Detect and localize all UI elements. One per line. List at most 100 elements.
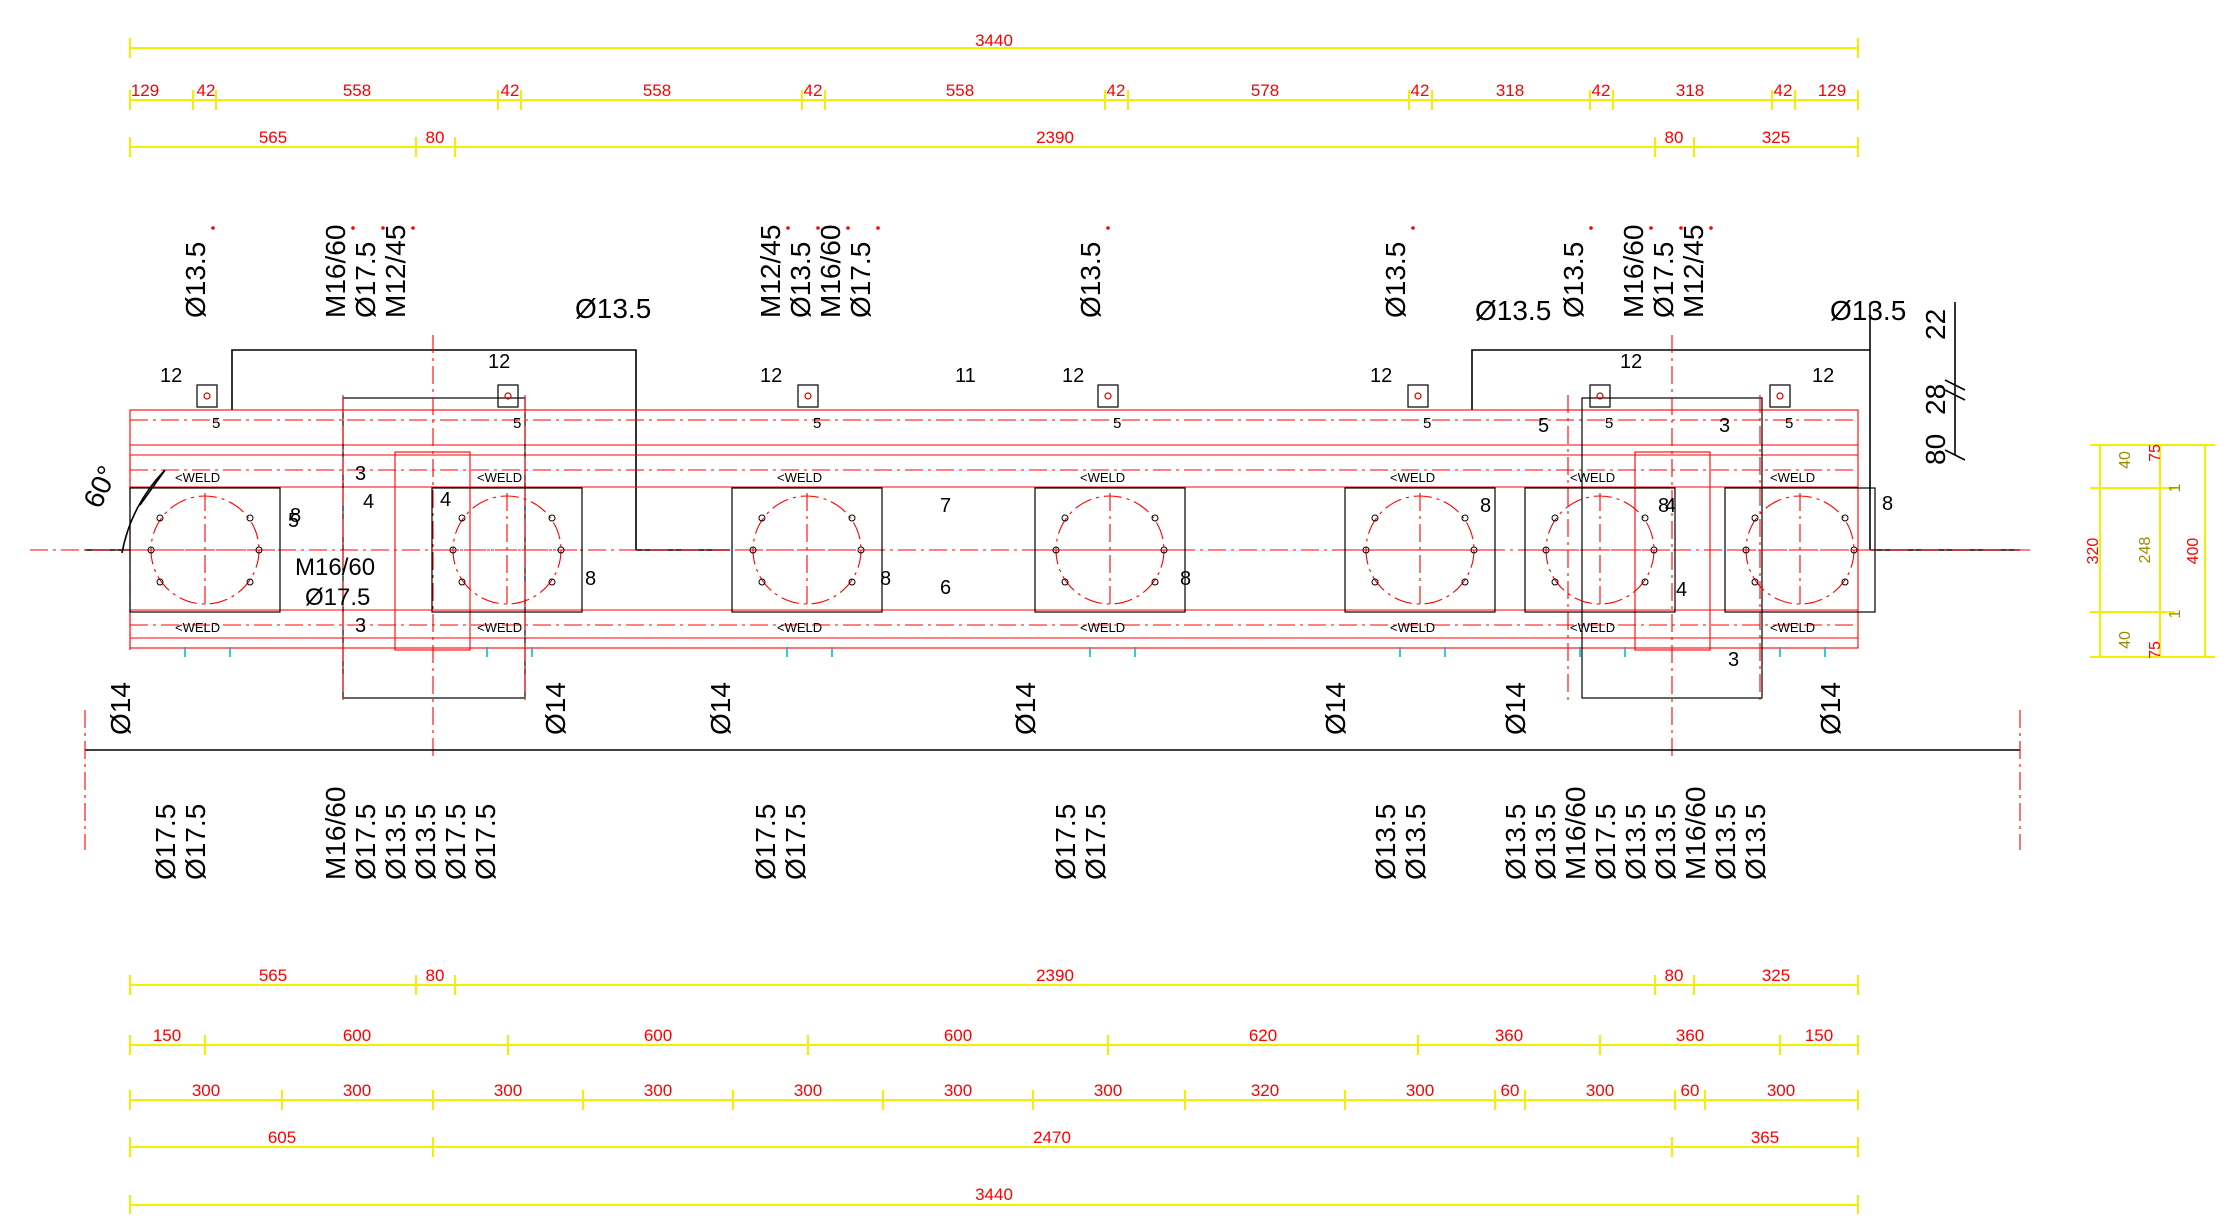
bolt-hole [758, 578, 766, 586]
part-tag-8: 8 [880, 568, 891, 590]
bolt-hole [449, 546, 457, 554]
dim-bot2-0: 150 [153, 1026, 181, 1045]
part-tag-4: 4 [440, 489, 451, 511]
bolt-hole [1371, 514, 1379, 522]
part-tag-12: 12 [1062, 365, 1084, 387]
bottom-hole-label: Ø13.5 [1530, 804, 1561, 880]
bolt-hole [848, 578, 856, 586]
bolt-hole [1371, 578, 1379, 586]
bolt-hole [857, 546, 865, 554]
part-tag-3: 3 [1728, 649, 1739, 671]
bolt-hole [1160, 546, 1168, 554]
bottom-hole-label: Ø13.5 [1370, 804, 1401, 880]
dim-bot1-1: 80 [426, 966, 445, 985]
right-dimensions: 320 40 248 40 75 1 1 75 400 22 28 80 [1920, 302, 2215, 659]
dim-bot4-2: 365 [1751, 1128, 1779, 1147]
dim-row1-0: 129 [131, 81, 159, 100]
dim-right-28: 28 [1920, 384, 1951, 415]
bottom-hole-label: M16/60 [320, 787, 351, 880]
top-hole-label: Ø13.5 [785, 242, 816, 318]
part-tag-12: 12 [1370, 365, 1392, 387]
dim-row1-14: 129 [1818, 81, 1846, 100]
dim-bot3-6: 300 [1094, 1081, 1122, 1100]
dim-row1-12: 318 [1676, 81, 1704, 100]
lug-hole [1414, 392, 1422, 400]
bottom-hole-label: Ø17.5 [1590, 804, 1621, 880]
bolt-callout: M16/60 Ø17.5 [295, 554, 375, 611]
top-hole-label-h: Ø13.5 [1830, 295, 1906, 326]
weld-label: <WELD [1080, 620, 1125, 635]
bolt-hole [1641, 578, 1649, 586]
weld-label: <WELD [777, 470, 822, 485]
top-hole-label: Ø13.5 [1380, 242, 1411, 318]
bottom-hole-label: Ø17.5 [150, 804, 181, 880]
leader-dot [1411, 226, 1415, 230]
bottom-hole-label: Ø13.5 [1400, 804, 1431, 880]
weld-label: <WELD [777, 620, 822, 635]
bolt-hole [1650, 546, 1658, 554]
part-tag-3: 3 [1719, 415, 1730, 437]
bolt-hole [1052, 546, 1060, 554]
bolt-hole [1461, 514, 1469, 522]
bolt-hole [758, 514, 766, 522]
bolt-hole [548, 578, 556, 586]
top-hole-label: M16/60 [320, 225, 351, 318]
bolt-hole [1742, 546, 1750, 554]
dim-row2-0: 565 [259, 128, 287, 147]
bolt-callout-d17: Ø17.5 [305, 584, 370, 611]
o14-label: Ø14 [1815, 682, 1846, 735]
part-tag-5: 5 [1785, 415, 1793, 432]
lug-hole [804, 392, 812, 400]
lug-hole [1596, 392, 1604, 400]
o14-label: Ø14 [705, 682, 736, 735]
dim-bot2-5: 360 [1495, 1026, 1523, 1045]
part-tag-5: 5 [288, 510, 299, 532]
dim-bot4-0: 605 [268, 1128, 296, 1147]
dim-bot3-1: 300 [343, 1081, 371, 1100]
bottom-hole-label: Ø17.5 [750, 804, 781, 880]
bottom-hole-label: M16/60 [1560, 787, 1591, 880]
dim-bot2-4: 620 [1249, 1026, 1277, 1045]
bolt-hole [1151, 514, 1159, 522]
flange-plate [1724, 487, 1876, 613]
part-tag-12: 12 [1812, 365, 1834, 387]
lug-plate [196, 384, 218, 408]
bottom-hole-label: M16/60 [1680, 787, 1711, 880]
part-tag-4: 4 [363, 491, 374, 513]
bottom-hole-label: Ø13.5 [1620, 804, 1651, 880]
bolt-callout-m16: M16/60 [295, 554, 375, 581]
leader-dot [1679, 226, 1683, 230]
bolt-hole [1461, 578, 1469, 586]
leader-dot [1709, 226, 1713, 230]
part-tag-5: 5 [1423, 415, 1431, 432]
lug-plate [797, 384, 819, 408]
lug-plate [1407, 384, 1429, 408]
flange-plate [1524, 487, 1676, 613]
bolt-hole [1362, 546, 1370, 554]
leader-dot [1106, 226, 1110, 230]
bottom-hole-label: Ø17.5 [1080, 804, 1111, 880]
bottom-hole-label: Ø13.5 [1740, 804, 1771, 880]
lug-plate [1769, 384, 1791, 408]
bolt-hole [1641, 514, 1649, 522]
dim-row2-1: 80 [426, 128, 445, 147]
dim-bot2-7: 150 [1805, 1026, 1833, 1045]
dim-row1-2: 558 [343, 81, 371, 100]
dim-bot3-12: 300 [1767, 1081, 1795, 1100]
top-hole-label-h: Ø13.5 [575, 293, 651, 324]
leader-dot [876, 226, 880, 230]
o14-label: Ø14 [1320, 682, 1351, 735]
part-tag-8: 8 [290, 505, 301, 527]
bolt-hole [557, 546, 565, 554]
part-tag-11: 11 [955, 365, 976, 387]
lug-hole [203, 392, 211, 400]
leader-dot [1649, 226, 1653, 230]
flange-plate [1034, 487, 1186, 613]
bolt-hole [1551, 514, 1559, 522]
bolt-hole [548, 514, 556, 522]
bolt-hole [156, 578, 164, 586]
